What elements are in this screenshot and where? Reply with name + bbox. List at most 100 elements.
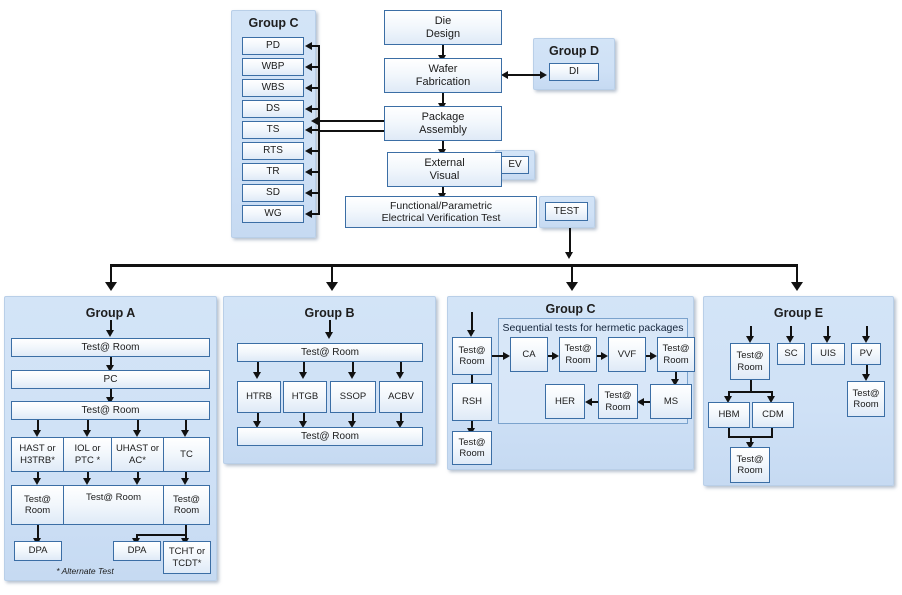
group-c-hermetic-label: Sequential tests for hermetic packages: [502, 322, 684, 334]
group-c-item-wg[interactable]: WG: [242, 205, 304, 223]
gc-left-1-l1: Test@: [458, 344, 486, 356]
group-e-test-room-esd[interactable]: Test@ Room: [730, 343, 770, 380]
group-c-seq-ms[interactable]: MS: [650, 384, 692, 419]
group-b-test-acbv[interactable]: ACBV: [379, 381, 423, 413]
wafer-fab-line2: Fabrication: [415, 75, 471, 88]
group-b-fanout-arrow-1: [253, 372, 261, 379]
group-d-title: Group D: [549, 44, 599, 58]
node-package-assembly[interactable]: Package Assembly: [384, 106, 502, 141]
group-a-pc[interactable]: PC: [11, 370, 210, 389]
group-a-test-room-mid[interactable]: Test@ Room: [63, 485, 164, 525]
group-e-esd-split-line: [728, 391, 773, 393]
group-c-seq-vvf[interactable]: VVF: [608, 337, 646, 372]
group-e-sc[interactable]: SC: [777, 343, 805, 365]
group-b-test-ssop[interactable]: SSOP: [330, 381, 376, 413]
group-a-dpa-left[interactable]: DPA: [14, 541, 62, 561]
group-e-uis[interactable]: UIS: [811, 343, 845, 365]
node-external-visual[interactable]: External Visual: [387, 152, 502, 187]
group-a-test-room-1[interactable]: Test@ Room: [11, 338, 210, 357]
external-visual-line1: External: [424, 156, 465, 169]
group-e-cdm[interactable]: CDM: [752, 402, 794, 428]
group-c-left-rsh[interactable]: RSH: [452, 383, 492, 421]
group-c-item-tr[interactable]: TR: [242, 163, 304, 181]
group-c-seq-her[interactable]: HER: [545, 384, 585, 419]
group-e-test-room-bottom[interactable]: Test@ Room: [730, 447, 770, 483]
group-a-dpa-right[interactable]: DPA: [113, 541, 161, 561]
group-a-test-room-right[interactable]: Test@ Room: [163, 485, 210, 525]
wafer-fab-to-bus-line: [318, 130, 384, 132]
group-b-collect-line-1: [257, 413, 259, 423]
group-a-tcht[interactable]: TCHT or TCDT*: [163, 541, 211, 574]
group-c-arrow-ts: [305, 125, 312, 134]
wafer-to-package-line: [442, 93, 444, 105]
group-e-entry-line-4: [866, 326, 868, 338]
group-b-collect-arrow-3: [348, 421, 356, 428]
group-c-item-ts[interactable]: TS: [242, 121, 304, 139]
group-c-top-title: Group C: [248, 16, 299, 30]
group-a-stress-iol[interactable]: IOL or PTC *: [63, 437, 112, 472]
test-badge[interactable]: TEST: [545, 202, 588, 221]
group-a-title-to-test1-line: [110, 320, 112, 332]
group-b-collect-arrow-4: [396, 421, 404, 428]
group-e-entry-arrow-4: [862, 336, 870, 343]
group-e-hbm[interactable]: HBM: [708, 402, 750, 428]
group-c-seq-test-1[interactable]: Test@ Room: [559, 337, 597, 372]
group-d-item-di[interactable]: DI: [549, 63, 599, 81]
group-c-stub-wbp: [312, 66, 319, 68]
group-e-entry-line-2: [790, 326, 792, 338]
main-trunk-arrow: [565, 252, 573, 259]
test-room-right-l2: Room: [173, 505, 200, 516]
group-b-test-htgb[interactable]: HTGB: [283, 381, 327, 413]
die-design-line2: Design: [425, 27, 461, 40]
group-a-stress-out-line-2: [87, 472, 89, 480]
node-die-design[interactable]: Die Design: [384, 10, 502, 45]
ev-badge[interactable]: EV: [501, 156, 529, 174]
group-b-test-room-bottom[interactable]: Test@ Room: [237, 427, 423, 446]
group-c-ca-to-test-arrow: [552, 351, 559, 360]
group-b-test-htrb[interactable]: HTRB: [237, 381, 281, 413]
group-e-test-room-pv[interactable]: Test@ Room: [847, 381, 885, 417]
group-c-item-wbs[interactable]: WBS: [242, 79, 304, 97]
group-a-test-room-2[interactable]: Test@ Room: [11, 401, 210, 420]
group-a-stress-out-line-4: [185, 472, 187, 480]
node-functional-test[interactable]: Functional/Parametric Electrical Verific…: [345, 196, 537, 228]
group-e-esd-merge-arrow: [746, 442, 754, 449]
group-b-collect-line-3: [352, 413, 354, 423]
group-e-esd-merge-down: [750, 436, 752, 445]
branch-group-a-line: [110, 264, 112, 286]
group-c-item-sd[interactable]: SD: [242, 184, 304, 202]
group-e-pv[interactable]: PV: [851, 343, 881, 365]
group-c-stub-pd: [312, 45, 319, 47]
wafer-to-groupd-arrow-right: [540, 70, 547, 79]
group-c-seq-test-3[interactable]: Test@ Room: [598, 384, 638, 419]
group-c-item-ds[interactable]: DS: [242, 100, 304, 118]
node-wafer-fabrication[interactable]: Wafer Fabrication: [384, 58, 502, 93]
group-e-entry-arrow-2: [786, 336, 794, 343]
group-a-stress-hast[interactable]: HAST or H3TRB*: [11, 437, 64, 472]
group-a-fanout-arrow-4: [181, 430, 189, 437]
group-c-seq-ca[interactable]: CA: [510, 337, 548, 372]
group-a-stress-tc[interactable]: TC: [163, 437, 210, 472]
branch-group-b-line: [331, 264, 333, 286]
group-c-arrow-tr: [305, 167, 312, 176]
group-c-to-ca-arrow: [503, 351, 510, 360]
group-c-item-rts[interactable]: RTS: [242, 142, 304, 160]
package-assembly-feed-line: [318, 120, 386, 122]
group-b-collect-line-2: [303, 413, 305, 423]
ge-bottom-test-l2: Room: [737, 465, 763, 476]
group-c-item-wbp[interactable]: WBP: [242, 58, 304, 76]
group-c-seq-test-2[interactable]: Test@ Room: [657, 337, 695, 372]
group-b-collect-arrow-1: [253, 421, 261, 428]
group-c-left-test-room-1[interactable]: Test@ Room: [452, 337, 492, 375]
group-c-arrow-wg: [305, 209, 312, 218]
group-a-stress-uhast[interactable]: UHAST or AC*: [111, 437, 164, 472]
group-a-test-room-left[interactable]: Test@ Room: [11, 485, 64, 525]
package-assembly-feed-arrow: [311, 116, 318, 125]
group-a-test1-to-pc-arrow: [106, 365, 114, 372]
group-b-title-to-test-line: [329, 320, 331, 334]
test-room-right-l1: Test@: [172, 493, 201, 505]
group-b-test-room-top[interactable]: Test@ Room: [237, 343, 423, 362]
group-c-item-pd[interactable]: PD: [242, 37, 304, 55]
group-c-left-test-room-2[interactable]: Test@ Room: [452, 431, 492, 465]
